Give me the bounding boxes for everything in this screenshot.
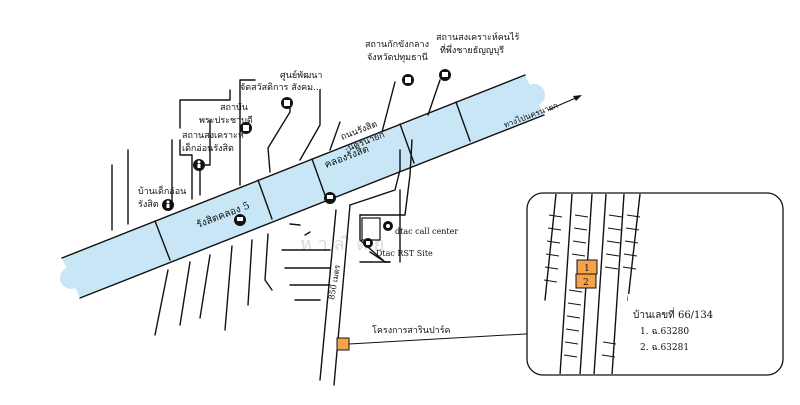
dtac-site-icon — [363, 238, 373, 248]
dtac-call-center-label: dtac call center — [395, 227, 458, 236]
place-5-line1: สถานสงเคราะห์ — [182, 129, 244, 141]
dtac-site-label: Dtac RST Site — [376, 249, 433, 258]
place-4-line2: พระประชาบดี — [199, 115, 253, 126]
place-3-line1: ศูนย์พัฒนา — [280, 69, 322, 81]
north-roads — [111, 79, 441, 231]
canal — [60, 74, 545, 299]
place-4-line1: สถาบัน — [220, 103, 248, 113]
place-2-line1: สถานสงเคราะห์คนไร้ — [436, 31, 519, 43]
south-roads — [154, 139, 413, 386]
place-3-line2: จัดสวัสดิการ สังคม... — [240, 82, 322, 93]
building-icon — [281, 97, 293, 109]
place-5-line2: เด็กอ่อนรังสิต — [182, 141, 234, 154]
building-icon — [402, 74, 414, 86]
place-6-line2: รังสิต — [138, 199, 159, 210]
place-1-line2: จังหวัดปทุมธานี — [367, 52, 428, 63]
dtac-icon — [383, 221, 393, 231]
bus-icon — [324, 192, 336, 204]
building-icon — [240, 122, 252, 134]
person-icon — [162, 199, 174, 211]
deed-1-label: 1. ฉ.63280 — [640, 327, 689, 337]
direction-arrow — [547, 95, 582, 111]
place-6-line1: บ้านเด็กอ่อน — [138, 184, 186, 197]
project-marker — [336, 337, 350, 351]
address-label: บ้านเลขที่ 66/134 — [633, 307, 713, 321]
lot-2 — [575, 273, 597, 289]
lot-1-label: 1 — [584, 264, 590, 274]
distance-label: 850 เมตร — [327, 263, 342, 300]
inset-map: 1 2 บ้านเลขที่ 66/134 1. ฉ.63280 2. ฉ.63… — [526, 192, 784, 376]
place-1-line1: สถานกักขังกลาง — [365, 40, 429, 50]
project-label: โครงการสารินปาร์ค — [372, 324, 451, 336]
building-icon — [439, 69, 451, 81]
deed-2-label: 2. ฉ.63281 — [640, 343, 689, 353]
place-2-line2: ที่พึ่งชายธัญญบุรี — [440, 43, 504, 56]
bus-icon — [234, 214, 246, 226]
person-icon — [193, 159, 205, 171]
lot-2-label: 2 — [583, 278, 589, 288]
